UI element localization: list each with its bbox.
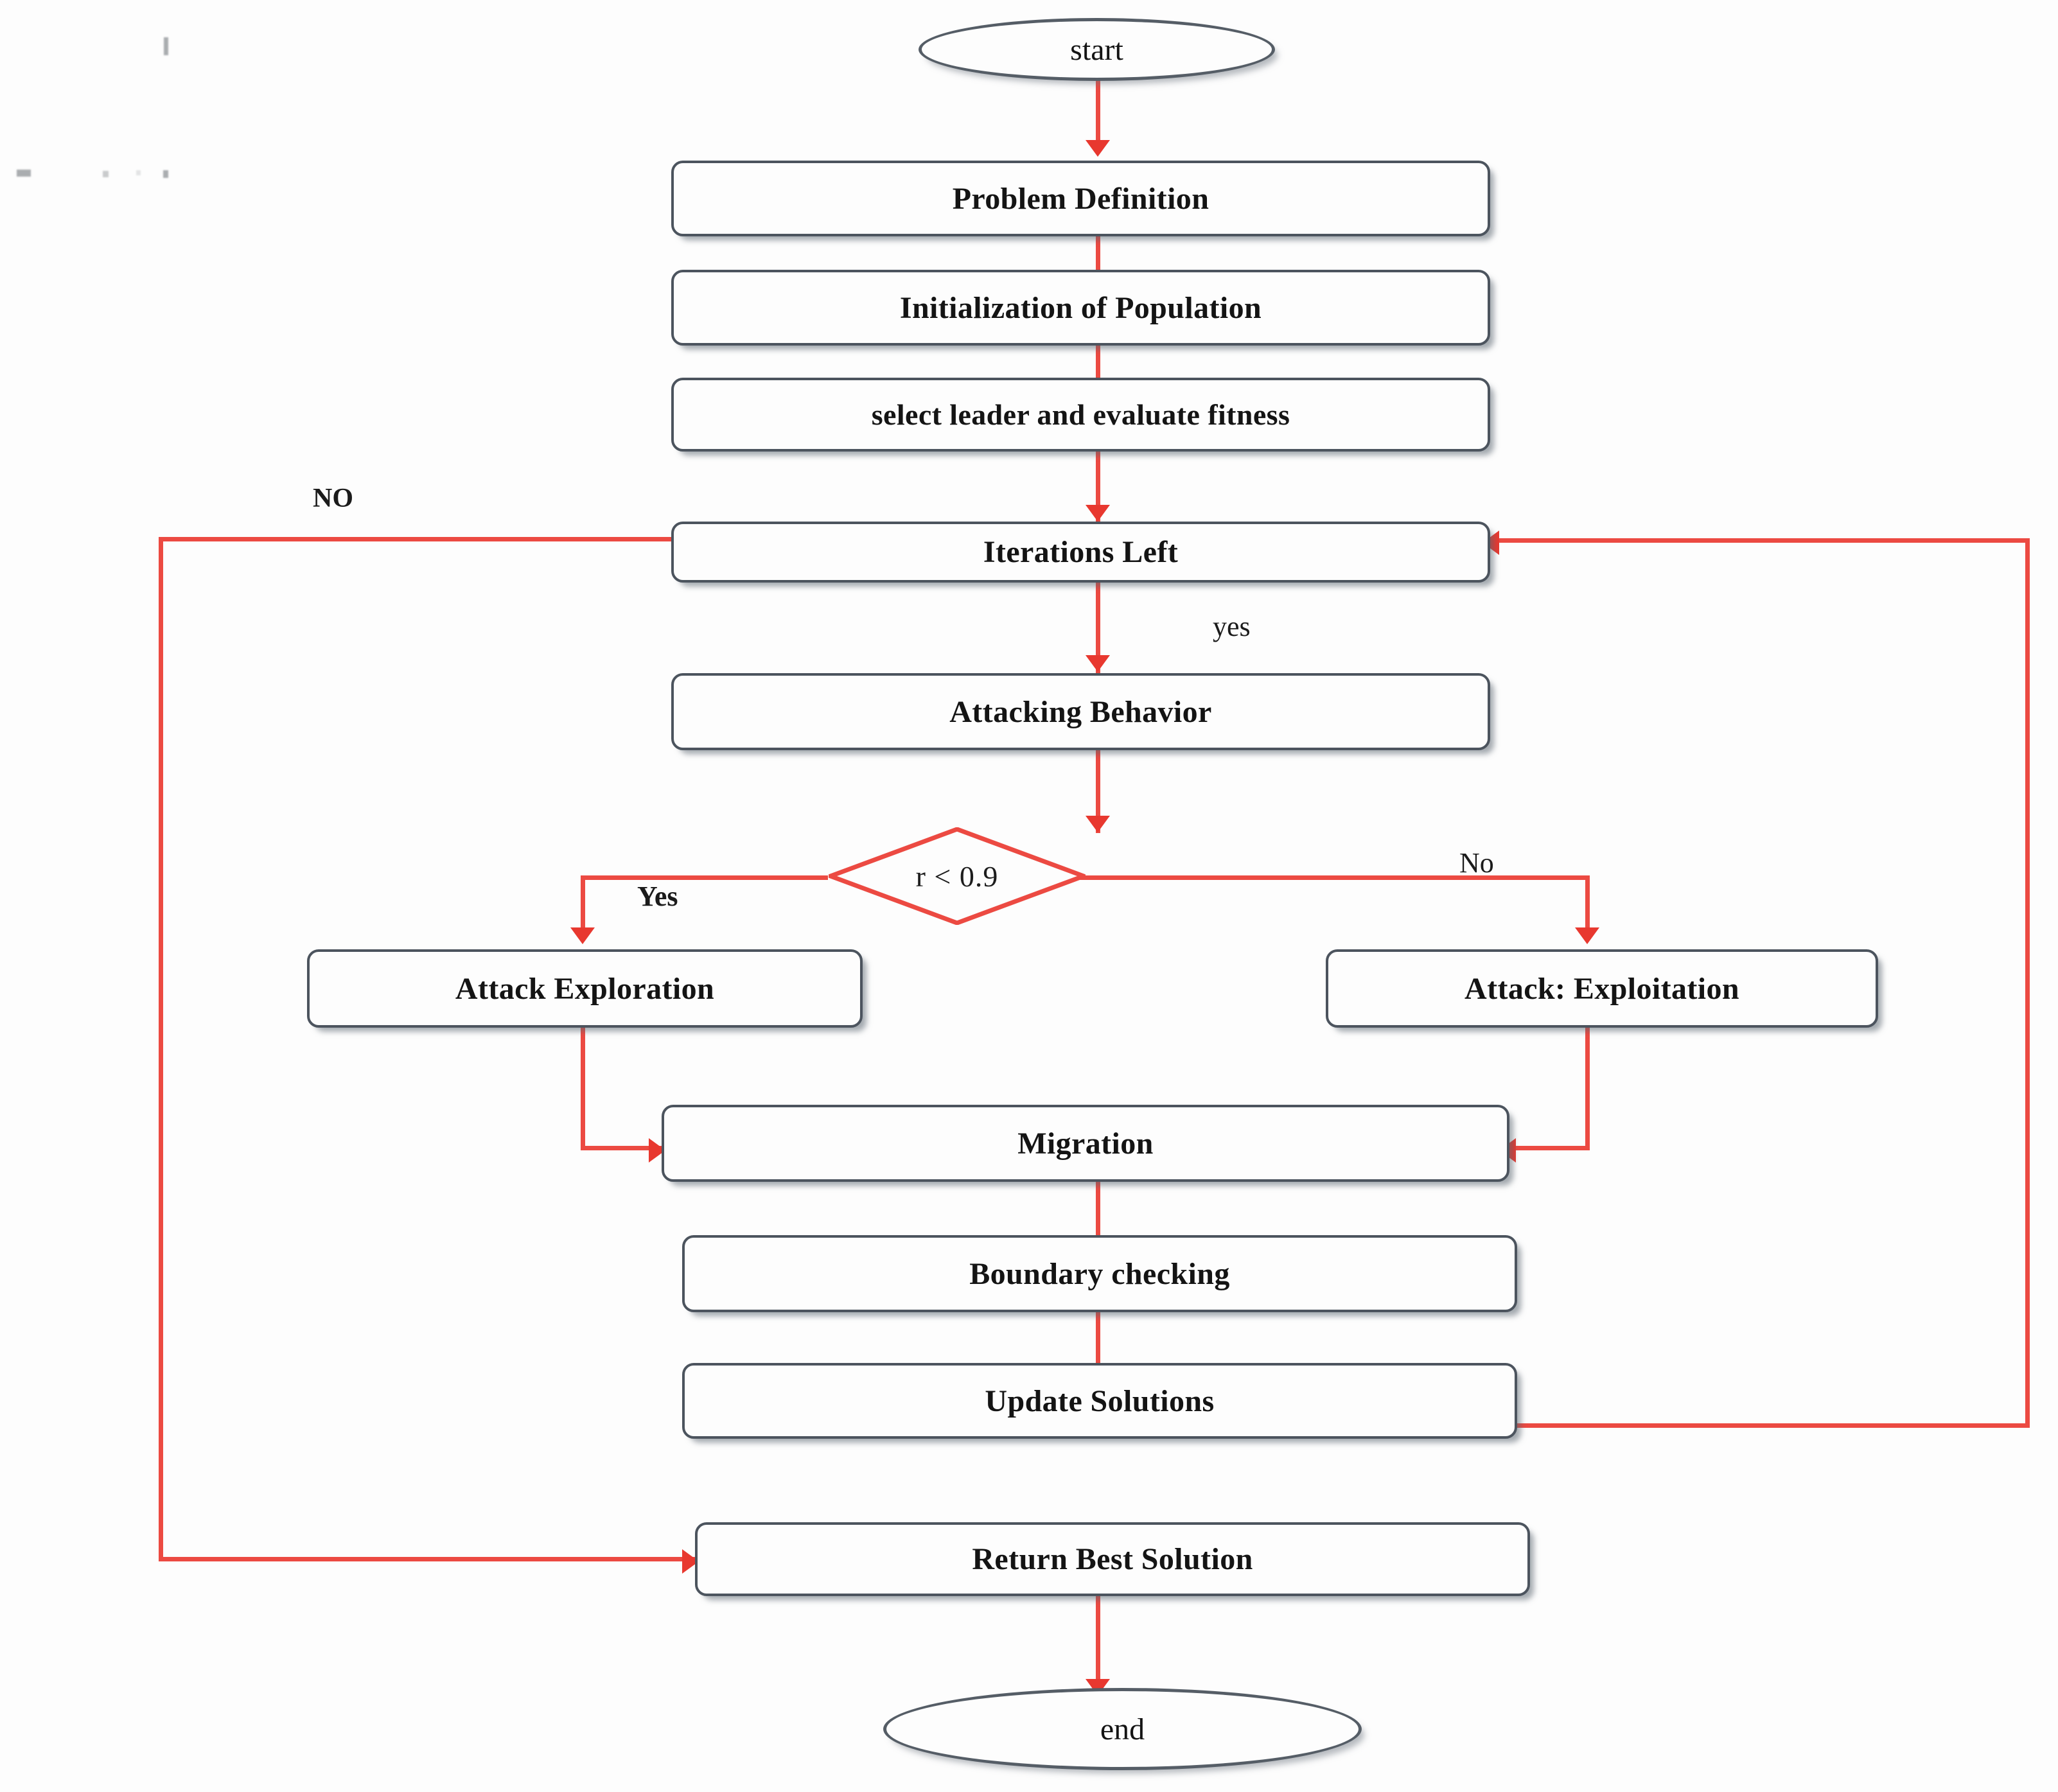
node-iterations-left[interactable]: Iterations Left [671,522,1490,583]
node-iterations-left-label: Iterations Left [983,535,1179,569]
scan-artifact [164,37,168,55]
node-migration[interactable]: Migration [662,1105,1509,1182]
node-select-leader-and-evaluate-fitness[interactable]: select leader and evaluate fitness [671,378,1490,452]
arrowhead-icon [1086,655,1110,672]
node-update-solutions[interactable]: Update Solutions [682,1363,1517,1439]
node-attack-exploration-label: Attack Exploration [455,971,715,1006]
scan-artifact [17,170,31,177]
edge-iterations-no-rail [159,537,163,1561]
arrowhead-icon [1086,505,1110,522]
edge-iterations-yes [1096,581,1100,678]
node-boundary-checking[interactable]: Boundary checking [682,1235,1517,1312]
edge-attacking-behavior-to-decision [1096,750,1100,833]
edge-exploitation-to-migration-vertical [1585,1026,1590,1148]
node-decision-label: r < 0.9 [915,859,999,893]
edge-decision-no-vertical [1585,875,1590,936]
edge-migration-to-boundary-checking [1096,1181,1100,1264]
arrowhead-icon [1086,140,1110,157]
node-decision-r-less-than-0-9[interactable]: r < 0.9 [829,827,1086,925]
arrowhead-icon [1086,816,1110,832]
edge-exploration-to-migration-vertical [581,1026,585,1148]
edge-update-solutions-right [1516,1423,2030,1428]
edge-exploration-to-migration-horizontal [581,1146,664,1150]
node-update-solutions-label: Update Solutions [985,1384,1215,1418]
node-attacking-behavior[interactable]: Attacking Behavior [671,673,1490,750]
arrowhead-icon [570,927,595,944]
edge-update-solutions-to-iterations [1497,538,2028,543]
scan-artifact [136,170,141,175]
edge-update-solutions-rail [2025,538,2030,1426]
edge-iterations-no-top [159,537,673,541]
node-problem-definition-label: Problem Definition [952,181,1209,216]
edge-boundary-checking-to-update-solutions [1096,1312,1100,1395]
node-initialization-label: Initialization of Population [899,290,1262,325]
edge-label-decision-no: No [1459,847,1494,879]
scan-artifact [103,171,109,177]
node-attack-exploitation-label: Attack: Exploitation [1464,971,1739,1006]
edge-return-best-solution-to-end [1096,1596,1100,1699]
diamond-icon [829,827,1086,925]
edge-decision-yes-horizontal [581,875,828,880]
scan-artifact [163,170,168,178]
node-attack-exploration[interactable]: Attack Exploration [307,949,863,1028]
node-start[interactable]: start [919,18,1275,81]
node-return-best-solution[interactable]: Return Best Solution [695,1522,1530,1596]
edge-decision-no-horizontal [1079,875,1590,880]
node-attacking-behavior-label: Attacking Behavior [949,694,1212,729]
node-initialization-of-population[interactable]: Initialization of Population [671,270,1490,346]
edge-decision-yes-vertical [581,875,585,936]
edge-select-leader-to-iterations-left [1096,451,1100,538]
edge-start-to-problem-definition [1096,55,1100,144]
edge-label-decision-yes: Yes [637,881,678,912]
node-end[interactable]: end [883,1688,1362,1770]
arrowhead-icon [1575,927,1599,944]
node-boundary-checking-label: Boundary checking [969,1256,1230,1291]
edge-exploitation-to-migration-horizontal [1506,1146,1590,1150]
node-migration-label: Migration [1017,1126,1154,1161]
edge-label-iterations-no: NO [313,484,353,513]
edge-label-iterations-yes: yes [1213,611,1251,642]
node-end-label: end [1100,1712,1145,1746]
node-select-leader-label: select leader and evaluate fitness [871,398,1290,431]
edge-iterations-no-bottom [159,1557,695,1561]
node-problem-definition[interactable]: Problem Definition [671,161,1490,236]
node-start-label: start [1070,32,1123,67]
node-attack-exploitation[interactable]: Attack: Exploitation [1326,949,1878,1028]
node-return-best-solution-label: Return Best Solution [972,1542,1253,1576]
